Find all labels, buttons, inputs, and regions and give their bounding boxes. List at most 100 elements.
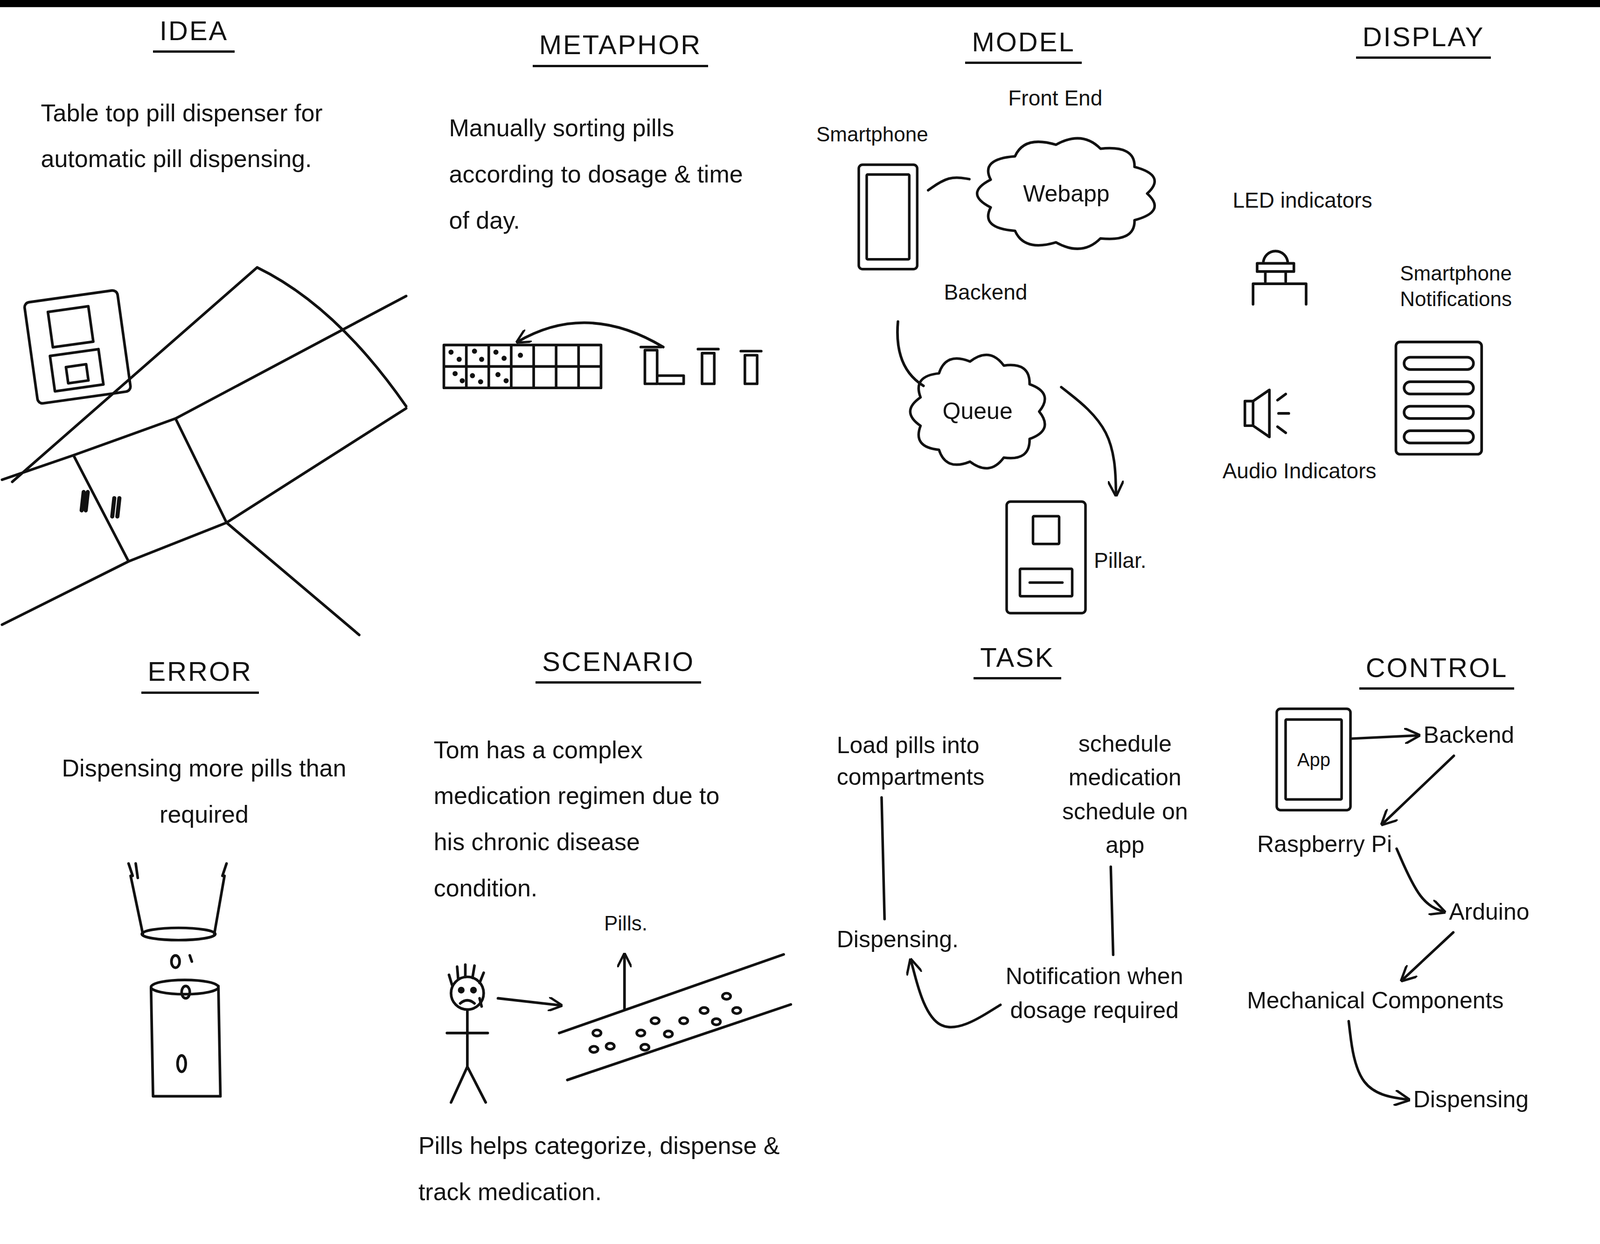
pillar-device: Pillar. — [1000, 494, 1179, 623]
patient-figure — [460, 997, 482, 1007]
panel-heading: TASK — [973, 640, 1061, 680]
phone-notifications-icon — [1396, 341, 1482, 455]
pill-tray — [679, 1017, 689, 1024]
pill-organizer — [517, 322, 664, 348]
overdose-sketch — [189, 955, 192, 962]
dispenser-sketch — [23, 289, 132, 404]
node-label: Dispensing. — [836, 923, 959, 956]
pill-tray — [636, 1029, 646, 1036]
pill-tray — [712, 1018, 721, 1025]
smartphone-node: Smartphone — [816, 120, 929, 276]
led-icon — [1252, 250, 1307, 305]
phone-body — [858, 164, 918, 270]
connector — [1348, 1020, 1409, 1100]
table-sketch — [1, 267, 406, 635]
task-step: Load pills into compartments — [832, 724, 1031, 798]
pill-organizer — [456, 356, 462, 362]
device-body — [1006, 501, 1086, 613]
note-text: Manually sorting pills according to dosa… — [449, 104, 756, 244]
phone-notifications-icon — [1404, 430, 1474, 443]
pill-tray — [559, 953, 792, 1080]
speaker-icon — [1245, 389, 1289, 438]
note-text: Audio Indicators — [1222, 457, 1377, 486]
pill-organizer — [452, 370, 458, 376]
overdose-sketch — [151, 979, 219, 995]
patient-figure — [449, 964, 484, 985]
node-label: Backend — [943, 277, 1028, 307]
device-window — [1032, 515, 1059, 544]
connector — [1396, 848, 1445, 912]
overdose-sketch — [151, 985, 221, 1096]
backend-cloud: BackendQueue — [897, 277, 1062, 477]
pill-tray — [559, 953, 792, 1080]
pill-organizer — [472, 348, 478, 354]
phone-screen — [1285, 719, 1342, 800]
pill-tray — [722, 993, 731, 1000]
phone-notifications-icon — [1404, 381, 1474, 394]
control-step: Mechanical Components — [1242, 980, 1509, 1022]
pill-organizer — [478, 379, 484, 385]
node-label: Arduino — [1448, 896, 1530, 928]
dispenser-sketch — [49, 348, 104, 391]
phone-notifications-icon — [1404, 406, 1474, 419]
device-outline — [1006, 501, 1086, 613]
task-step: Dispensing. — [832, 918, 964, 960]
connector — [1351, 735, 1419, 739]
panel-heading: CONTROL — [1359, 651, 1515, 690]
frontend-cloud: Front EndWebapp — [969, 83, 1169, 258]
dispenser-sketch — [65, 364, 89, 384]
control-step: Raspberry Pi — [1252, 823, 1397, 865]
note-text: Dispensing more pills than required — [55, 744, 352, 838]
note-text: LED indicators — [1232, 186, 1373, 215]
patient-figure — [498, 997, 562, 1005]
phone-notifications-icon — [1396, 341, 1482, 455]
connector — [1061, 387, 1117, 495]
pill-organizer — [459, 377, 465, 383]
panel-heading: SCENARIO — [535, 645, 702, 684]
overdose-sketch — [128, 863, 227, 934]
app-phone: App — [1275, 707, 1352, 812]
pill-tray — [589, 1045, 599, 1052]
pill-organizer — [479, 356, 485, 362]
pill-tray — [592, 1029, 602, 1036]
node-label: Smartphone — [816, 120, 929, 148]
node-label: Dispensing — [1413, 1083, 1529, 1116]
sketch-illustrations — [1, 250, 1482, 1102]
pill-organizer — [517, 352, 523, 358]
task-step: Notification when dosage required — [1000, 954, 1189, 1032]
pill-tray — [664, 1030, 673, 1037]
control-step: Arduino — [1444, 891, 1534, 933]
pill-organizer — [448, 348, 523, 385]
note-text: Tom has a complex medication regimen due… — [433, 726, 730, 912]
phone-outline — [858, 164, 918, 270]
node-label: Raspberry Pi — [1257, 828, 1392, 861]
node-label: Mechanical Components — [1246, 984, 1504, 1017]
dispenser-sketch — [48, 306, 94, 348]
patient-figure — [446, 964, 562, 1102]
pill-organizer — [495, 371, 501, 377]
patient-figure — [471, 987, 476, 993]
node-label: Pillar. — [1093, 545, 1147, 575]
note-text: Pills helps categorize, dispense & track… — [418, 1122, 787, 1215]
pill-tray — [605, 1043, 615, 1050]
sketch-stroke — [897, 321, 924, 386]
phone-notifications-icon — [1404, 357, 1474, 370]
node-label: Load pills into compartments — [836, 729, 1026, 793]
table-sketch — [81, 491, 120, 517]
overdose-sketch — [128, 863, 227, 1097]
device-tray — [1029, 581, 1063, 585]
cloud-outline — [910, 354, 1045, 468]
phone-outline — [857, 163, 919, 271]
pill-tray — [640, 1043, 650, 1051]
panel-heading: METAPHOR — [532, 28, 709, 68]
pill-tray — [651, 1017, 660, 1024]
overdose-sketch — [181, 985, 190, 998]
node-label: App — [1297, 746, 1331, 773]
node-label: Notification when dosage required — [1005, 959, 1184, 1027]
device-outline — [1005, 500, 1087, 615]
panel-heading: ERROR — [141, 654, 259, 694]
note-text: Pills. — [604, 911, 648, 936]
table-sketch — [1, 267, 406, 635]
